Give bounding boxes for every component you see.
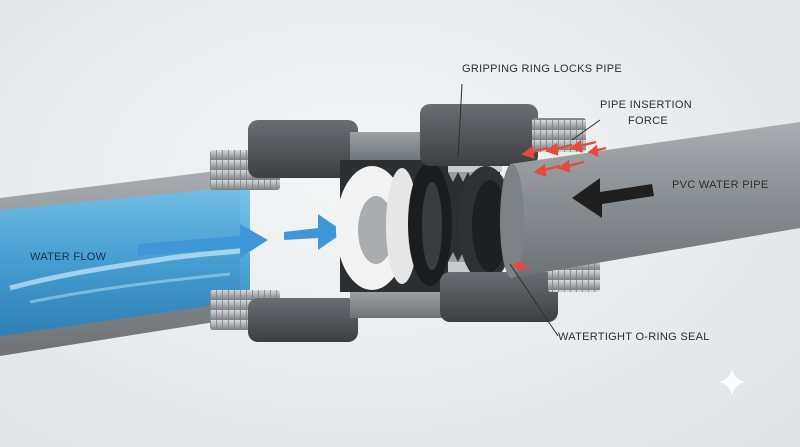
- leader-line-force: [571, 119, 601, 141]
- pvc-pipe-right: [510, 122, 800, 278]
- insertion-force-arrows: [511, 139, 607, 273]
- leader-line-seal: [509, 263, 559, 337]
- label-water-flow: WATER FLOW: [30, 251, 107, 263]
- threaded-end-right-bottom: [548, 262, 600, 292]
- leader-line-gripping: [457, 83, 463, 159]
- pipe-end-inner: [472, 180, 508, 272]
- push-arrow: [572, 178, 654, 218]
- label-insertion-force-line2: FORCE: [628, 115, 668, 127]
- pvc-pipe-right-end: [500, 164, 524, 278]
- flow-arrow: [138, 224, 268, 258]
- label-gripping-ring: GRIPPING RING LOCKS PIPE: [462, 63, 623, 75]
- white-seal-ring-hole: [358, 196, 394, 264]
- housing-nut-right: [440, 272, 558, 322]
- sparkle-icon: [718, 368, 746, 396]
- flow-arrow: [284, 214, 344, 250]
- housing-nut-left: [248, 120, 358, 178]
- housing-nut-left: [248, 298, 358, 342]
- fitting-body-bottom: [350, 292, 450, 318]
- water-streak: [29, 272, 231, 304]
- o-ring-inner: [422, 182, 442, 270]
- water-streak: [9, 247, 251, 291]
- label-oring-seal: WATERTIGHT O-RING SEAL: [558, 331, 710, 343]
- housing-nut-right: [420, 104, 538, 166]
- label-insertion-force-line1: PIPE INSERTION: [600, 99, 693, 111]
- threaded-end-right-top: [532, 118, 586, 152]
- white-seal-ring-2: [386, 168, 418, 284]
- label-pvc-pipe: PVC WATER PIPE: [672, 179, 769, 191]
- water-column: [0, 186, 250, 336]
